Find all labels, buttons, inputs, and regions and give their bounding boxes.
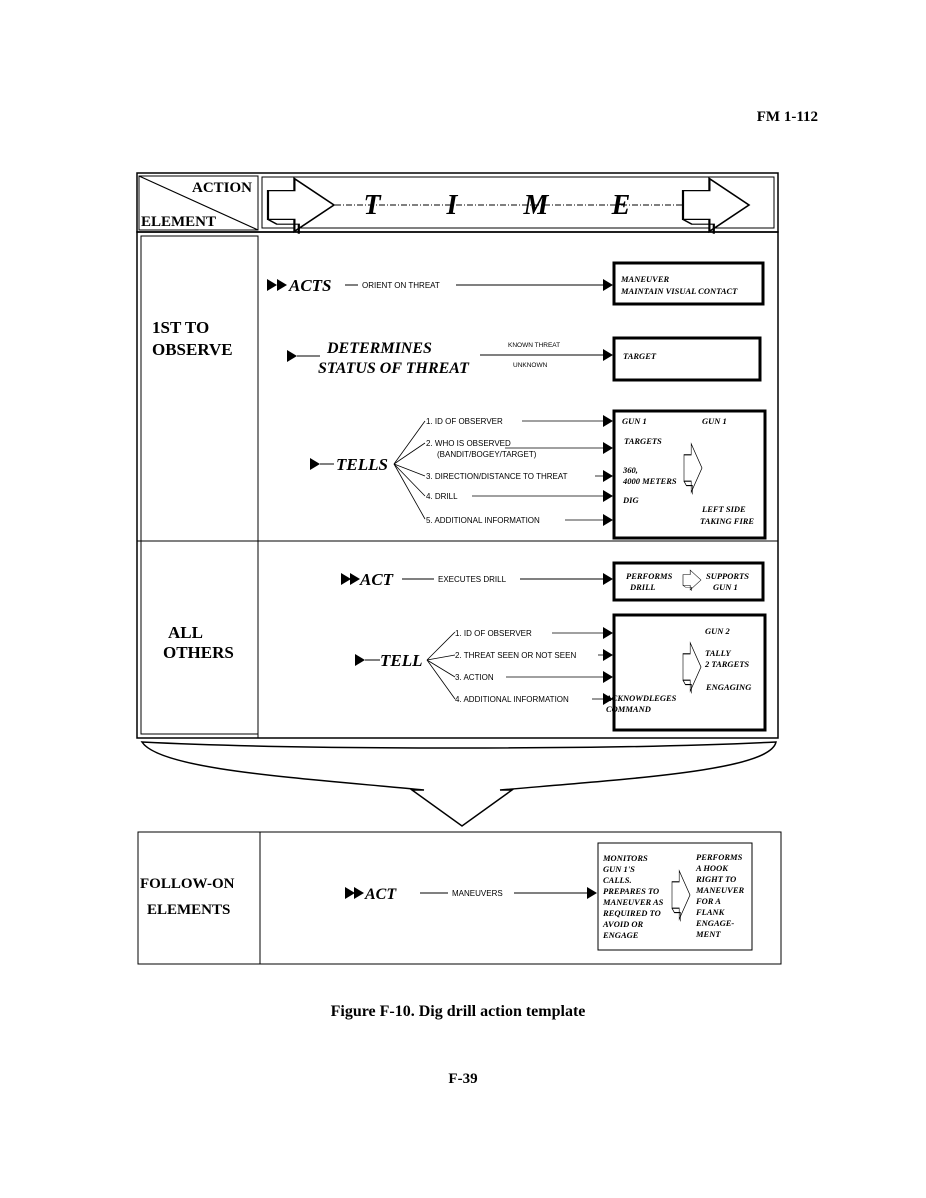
row-label-line: OTHERS xyxy=(163,643,234,662)
result-text: 360, xyxy=(622,465,638,475)
result-text: TAKING FIRE xyxy=(700,516,754,526)
result-text: TARGET xyxy=(623,351,657,361)
determines-verb: DETERMINES xyxy=(326,340,432,357)
result-text: SUPPORTS xyxy=(706,571,749,581)
arrow-icon xyxy=(355,654,365,666)
tell-item: 2. THREAT SEEN OR NOT SEEN xyxy=(455,651,576,660)
row-label-line: OBSERVE xyxy=(152,340,233,359)
result-text: GUN 1'S xyxy=(603,864,635,874)
row-label-line: 1ST TO xyxy=(152,318,209,337)
result-text: MONITORS xyxy=(602,853,648,863)
tells-item: (BANDIT/BOGEY/TARGET) xyxy=(437,450,537,459)
result-text: 2 TARGETS xyxy=(704,659,749,669)
act-verb: ACT xyxy=(359,570,394,589)
result-text: FOR A xyxy=(695,896,721,906)
tells-item: 4. DRILL xyxy=(426,492,458,501)
all-others-section: ALL OTHERS ACT EXECUTES DRILL PERFORMS D… xyxy=(163,561,767,732)
acts-verb: ACTS xyxy=(288,276,332,295)
arrow-icon xyxy=(310,458,320,470)
result-text: MENT xyxy=(695,929,721,939)
act-verb: ACT xyxy=(364,886,397,903)
double-arrow-icon xyxy=(341,573,351,585)
time-letter-e: E xyxy=(611,190,631,221)
act-action: EXECUTES DRILL xyxy=(438,575,507,584)
arrowhead-icon xyxy=(603,349,613,361)
time-arrow-left-icon xyxy=(266,177,336,235)
result-text: RIGHT TO xyxy=(695,874,736,884)
result-text: GUN 1 xyxy=(713,582,738,592)
double-arrow-icon xyxy=(267,279,277,291)
result-text: LEFT SIDE xyxy=(701,504,746,514)
arrowhead-icon xyxy=(603,279,613,291)
table-header: ACTION ELEMENT T I M E xyxy=(136,172,779,235)
determines-verb: STATUS OF THREAT xyxy=(318,360,470,377)
element-header: ELEMENT xyxy=(141,214,216,230)
result-text: AVOID OR xyxy=(602,919,644,929)
acts-action: ORIENT ON THREAT xyxy=(362,281,440,290)
result-text: 4000 METERS xyxy=(622,476,677,486)
act-action: MANEUVERS xyxy=(452,889,503,898)
result-text: PERFORMS xyxy=(626,571,673,581)
tell-item: 3. ACTION xyxy=(455,673,494,682)
time-letter-i: I xyxy=(446,190,459,221)
tell-item: 4. ADDITIONAL INFORMATION xyxy=(455,695,569,704)
tells-item: 2. WHO IS OBSERVED xyxy=(426,439,511,448)
result-text: ACKNOWDLEGES xyxy=(605,693,677,703)
funnel-arrow-shape xyxy=(140,741,777,827)
tells-item: 5. ADDITIONAL INFORMATION xyxy=(426,516,540,525)
tell-verb: TELL xyxy=(380,651,423,670)
figure-caption: Figure F-10. Dig drill action template xyxy=(331,1003,586,1020)
result-text: ENGAGE xyxy=(602,930,639,940)
result-text: DIG xyxy=(622,495,639,505)
page-number: F-39 xyxy=(448,1071,477,1087)
result-text: DRILL xyxy=(629,582,656,592)
result-text: ENGAGING xyxy=(705,682,752,692)
result-text: ENGAGE- xyxy=(695,918,734,928)
result-text: PREPARES TO xyxy=(603,886,659,896)
result-text: GUN 1 xyxy=(702,416,727,426)
result-text: MAINTAIN VISUAL CONTACT xyxy=(620,286,738,296)
known-threat-label: KNOWN THREAT xyxy=(508,342,560,349)
unknown-label: UNKNOWN xyxy=(513,362,548,369)
result-text: MANEUVER xyxy=(620,274,670,284)
row-label-line: ALL xyxy=(168,623,203,642)
hollow-arrow-icon xyxy=(682,642,702,694)
result-text: MANEUVER AS xyxy=(602,897,664,907)
first-to-observe-section: 1ST TO OBSERVE ACTS ORIENT ON THREAT MAN… xyxy=(152,261,767,540)
result-text: COMMAND xyxy=(606,704,651,714)
double-arrow-icon xyxy=(345,887,355,899)
result-text: TARGETS xyxy=(624,436,662,446)
tells-item: 3. DIRECTION/DISTANCE TO THREAT xyxy=(426,472,568,481)
action-header: ACTION xyxy=(192,180,252,196)
result-text: A HOOK xyxy=(695,863,729,873)
doc-id: FM 1-112 xyxy=(757,109,818,125)
hollow-arrow-icon xyxy=(682,569,702,592)
hollow-arrow-icon xyxy=(671,870,691,922)
row-label-line: FOLLOW-ON xyxy=(140,876,235,892)
time-letter-m: M xyxy=(523,190,550,221)
arrow-icon xyxy=(287,350,297,362)
result-text: GUN 1 xyxy=(622,416,647,426)
result-text: REQUIRED TO xyxy=(602,908,661,918)
tells-verb: TELLS xyxy=(336,455,388,474)
time-arrow-right-icon xyxy=(681,177,751,235)
result-text: TALLY xyxy=(705,648,731,658)
row-label-line: ELEMENTS xyxy=(147,902,230,918)
tells-item: 1. ID OF OBSERVER xyxy=(426,417,503,426)
follow-on-section: FOLLOW-ON ELEMENTS ACT MANEUVERS MONITOR… xyxy=(137,831,782,965)
hollow-arrow-icon xyxy=(683,443,703,495)
time-letter-t: T xyxy=(363,190,382,221)
result-text: CALLS. xyxy=(603,875,632,885)
result-text: MANEUVER xyxy=(695,885,745,895)
result-text: PERFORMS xyxy=(696,852,743,862)
result-text: GUN 2 xyxy=(705,626,731,636)
result-text: FLANK xyxy=(695,907,726,917)
tell-item: 1. ID OF OBSERVER xyxy=(455,629,532,638)
